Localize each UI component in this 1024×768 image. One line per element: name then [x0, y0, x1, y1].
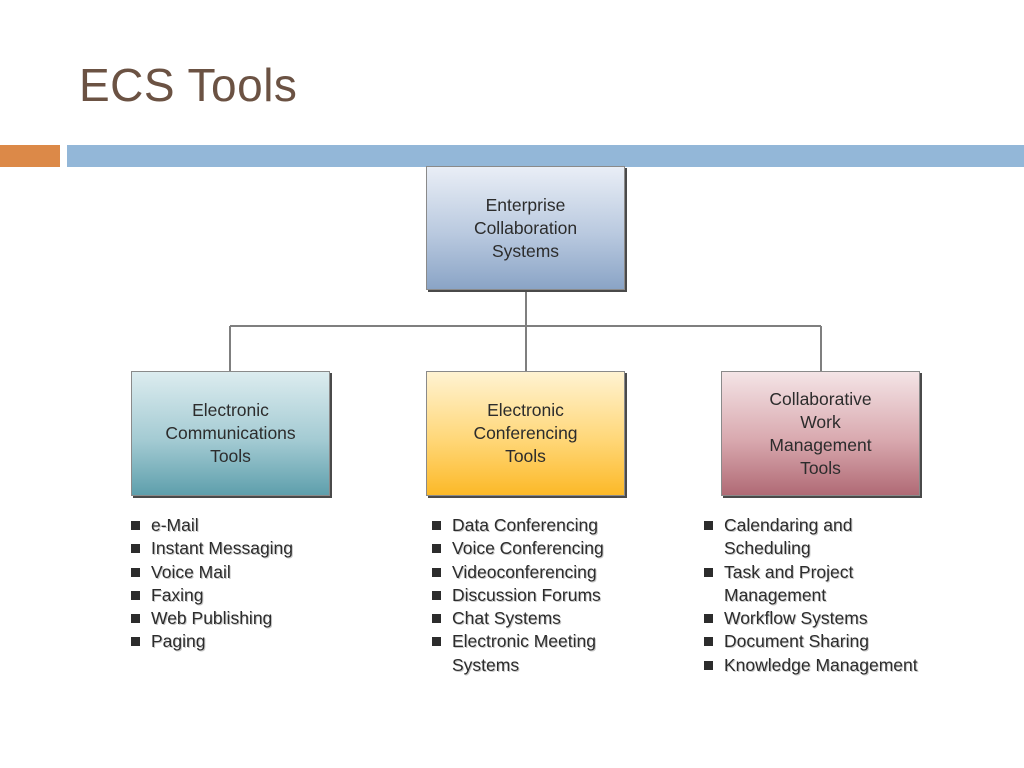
list-item: Task and Project Management [704, 561, 884, 608]
list-item: Document Sharing [704, 630, 954, 653]
list-item: Voice Mail [131, 561, 391, 584]
list-item: Chat Systems [432, 607, 692, 630]
conferencing-tools-list: Data Conferencing Voice Conferencing Vid… [432, 514, 692, 677]
list-item: Videoconferencing [432, 561, 692, 584]
accent-bar-blue [67, 145, 1024, 167]
node-collaborative-work-management-tools: Collaborative Work Management Tools [721, 371, 920, 496]
accent-bar-orange [0, 145, 60, 167]
list-item: Calendaring and Scheduling [704, 514, 884, 561]
list-item: Instant Messaging [131, 537, 391, 560]
list-item: Faxing [131, 584, 391, 607]
list-item: Workflow Systems [704, 607, 954, 630]
node-electronic-communications-tools: Electronic Communications Tools [131, 371, 330, 496]
slide-title: ECS Tools [79, 59, 298, 111]
list-item: Knowledge Management [704, 654, 954, 677]
list-item: Voice Conferencing [432, 537, 692, 560]
list-item: Discussion Forums [432, 584, 692, 607]
list-item: Data Conferencing [432, 514, 692, 537]
node-electronic-conferencing-tools: Electronic Conferencing Tools [426, 371, 625, 496]
work-management-tools-list: Calendaring and Scheduling Task and Proj… [704, 514, 954, 677]
list-item: Electronic Meeting Systems [432, 630, 627, 677]
node-enterprise-collaboration-systems: Enterprise Collaboration Systems [426, 166, 625, 290]
list-item: Paging [131, 630, 391, 653]
communications-tools-list: e-Mail Instant Messaging Voice Mail Faxi… [131, 514, 391, 654]
list-item: e-Mail [131, 514, 391, 537]
list-item: Web Publishing [131, 607, 391, 630]
